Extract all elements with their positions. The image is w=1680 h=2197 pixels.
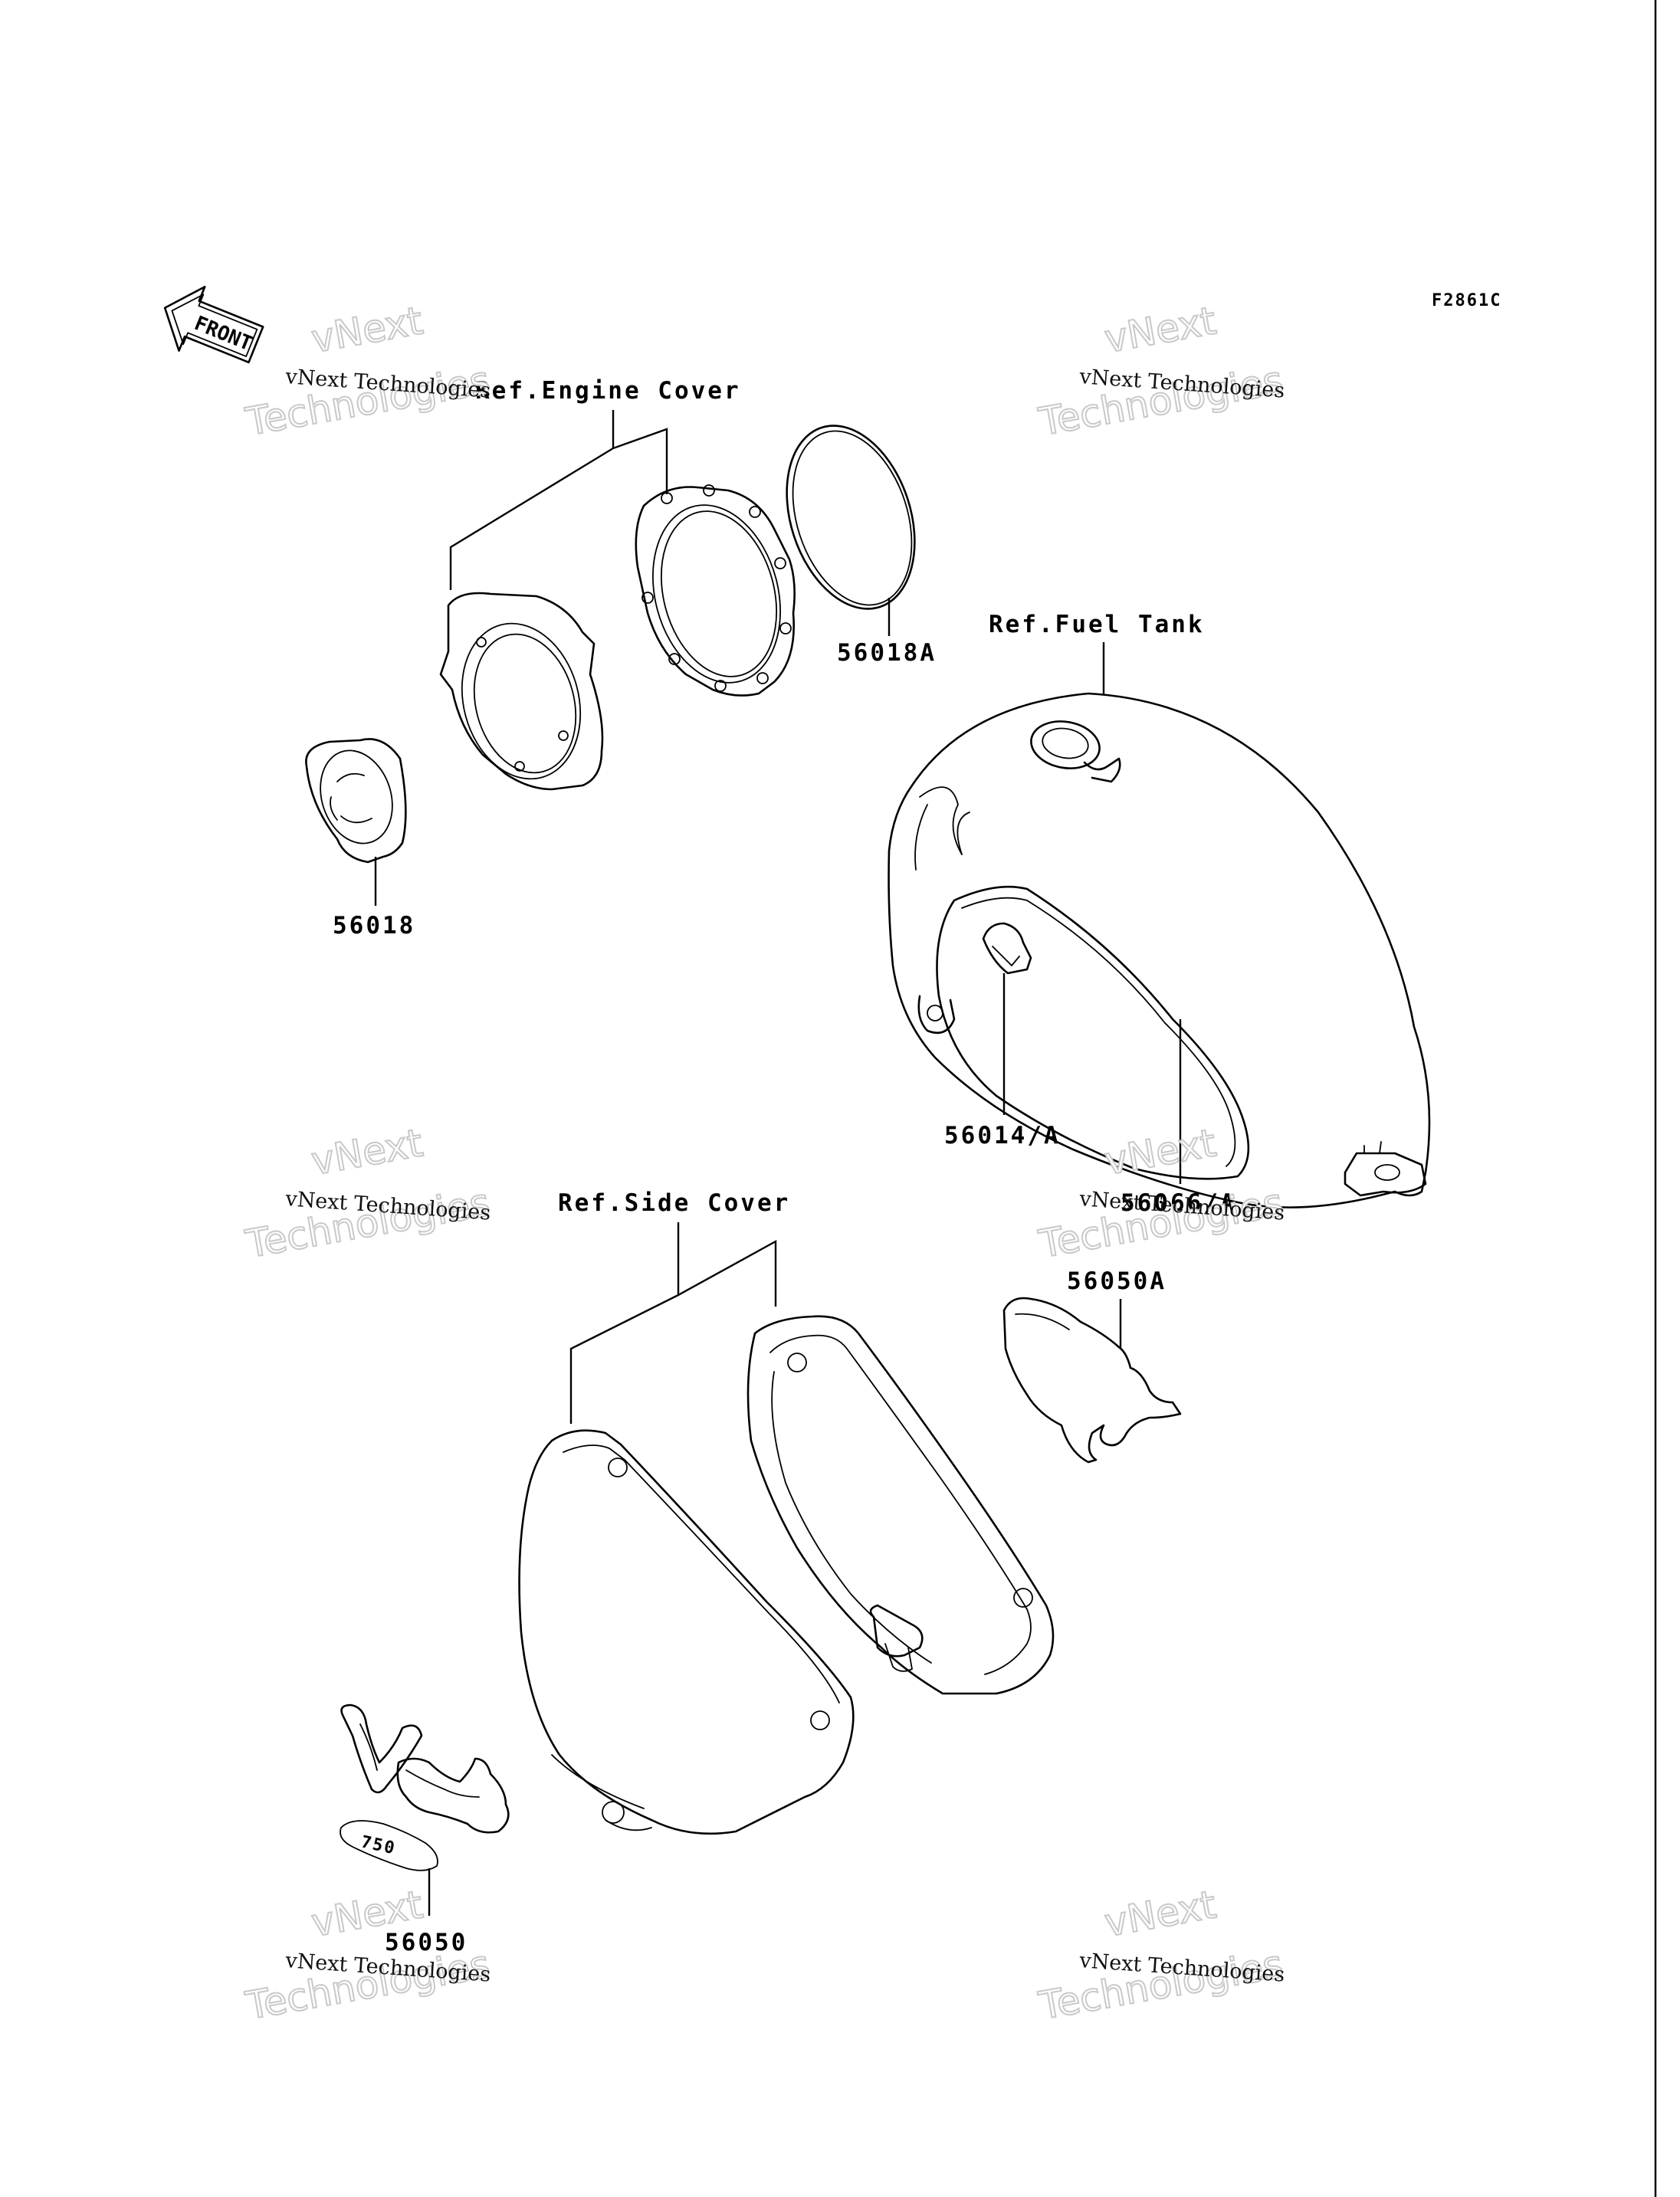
engine-cover-gasket: [635, 484, 796, 697]
side-cover-panel: [518, 1429, 855, 1835]
part-number-56018A: 56018A: [837, 639, 937, 667]
watermark-middle-left: vNext Technologies vNext Technologies: [241, 1120, 494, 1267]
svg-text:750: 750: [359, 1832, 398, 1858]
svg-text:vNext: vNext: [308, 1882, 426, 1945]
part-number-56066A: 56066/A: [1121, 1189, 1237, 1217]
part-number-56014A: 56014/A: [944, 1122, 1061, 1149]
figure-code: F2861C: [1432, 291, 1501, 310]
o-ring-56018A: [786, 425, 916, 610]
ref-engine-cover-label: Ref.Engine Cover: [475, 377, 741, 405]
trim-ring-56018: [305, 738, 407, 864]
front-arrow-label: FRONT: [191, 312, 255, 356]
side-cover-leader: [569, 1222, 777, 1424]
ref-side-cover-label: Ref.Side Cover: [558, 1189, 790, 1217]
o-ring-56018A-inner: [792, 430, 913, 606]
watermark-top-left: vNext Technologies vNext Technologies: [241, 297, 494, 445]
engine-cover-plate: [439, 592, 604, 791]
svg-text:vNext: vNext: [1101, 298, 1219, 361]
vulcan-750-emblem: 750: [340, 1703, 510, 1871]
svg-text:vNext: vNext: [1101, 1882, 1219, 1945]
watermark-bottom-right: vNext Technologies vNext Technologies: [1035, 1881, 1287, 2029]
side-cover-frame: [746, 1315, 1055, 1695]
emblem-56050A: [1002, 1297, 1182, 1464]
engine-cover-leader: [449, 410, 668, 590]
watermark-top-right: vNext Technologies vNext Technologies: [1035, 297, 1287, 445]
ref-fuel-tank-label: Ref.Fuel Tank: [989, 611, 1205, 638]
fuel-tank: [888, 692, 1431, 1208]
part-number-56050A: 56050A: [1067, 1267, 1166, 1295]
front-arrow-icon: FRONT: [163, 285, 264, 364]
svg-text:vNext: vNext: [308, 1120, 426, 1183]
part-number-56018: 56018: [333, 912, 415, 939]
svg-text:vNext: vNext: [1101, 1120, 1219, 1183]
watermark-bottom-left: vNext Technologies vNext Technologies: [241, 1881, 494, 2029]
svg-text:vNext: vNext: [308, 298, 426, 361]
part-number-56050: 56050: [385, 1929, 468, 1956]
